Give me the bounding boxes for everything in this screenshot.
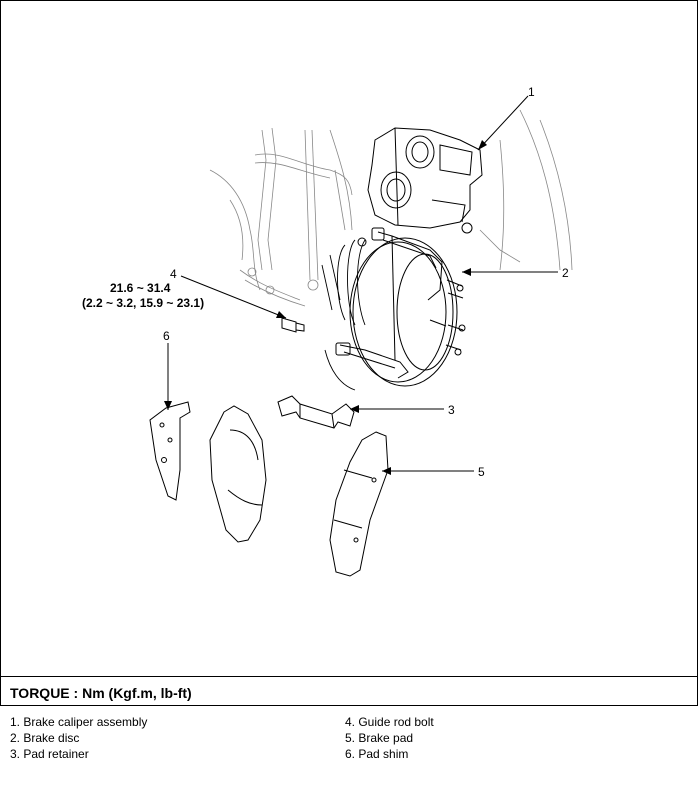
legend-right: 4. Guide rod bolt 5. Brake pad 6. Pad sh… [345, 714, 434, 762]
leader-arrowheads [164, 140, 487, 475]
callout-2: 2 [562, 266, 569, 280]
legend-item: 6. Pad shim [345, 747, 409, 761]
callout-3: 3 [448, 403, 455, 417]
legend-item: 3. Pad retainer [10, 747, 89, 761]
torque-spec-nm: 21.6 ~ 31.4 [110, 281, 171, 295]
guide-rod-bolt [281, 317, 305, 333]
caliper-housing [357, 127, 483, 247]
pad-retainer [277, 395, 355, 429]
pad-shim [149, 401, 191, 501]
legend-item: 1. Brake caliper assembly [10, 715, 148, 729]
knuckle-sketch [209, 109, 573, 307]
callout-1: 1 [528, 85, 535, 99]
brake-disc [349, 237, 466, 387]
callout-4: 4 [170, 267, 177, 281]
leader-lines [167, 95, 558, 472]
inner-brake-pad [209, 405, 267, 543]
torque-label: TORQUE : Nm (Kgf.m, lb-ft) [10, 685, 192, 701]
torque-spec-other: (2.2 ~ 3.2, 15.9 ~ 23.1) [82, 296, 204, 310]
legend-left: 1. Brake caliper assembly 2. Brake disc … [10, 714, 147, 762]
diagram-frame [0, 0, 698, 706]
outer-brake-pad [329, 431, 389, 577]
cv-boot [321, 239, 366, 391]
torque-bar: TORQUE : Nm (Kgf.m, lb-ft) [0, 676, 698, 706]
caliper-bracket [335, 227, 443, 379]
legend-item: 2. Brake disc [10, 731, 80, 745]
legend-item: 4. Guide rod bolt [345, 715, 434, 729]
callout-6: 6 [163, 329, 170, 343]
brake-diagram: 1 2 3 4 5 6 21.6 ~ 31.4 (2.2 ~ 3.2, 15.9… [82, 85, 573, 577]
callout-5: 5 [478, 465, 485, 479]
legend-item: 5. Brake pad [345, 731, 414, 745]
